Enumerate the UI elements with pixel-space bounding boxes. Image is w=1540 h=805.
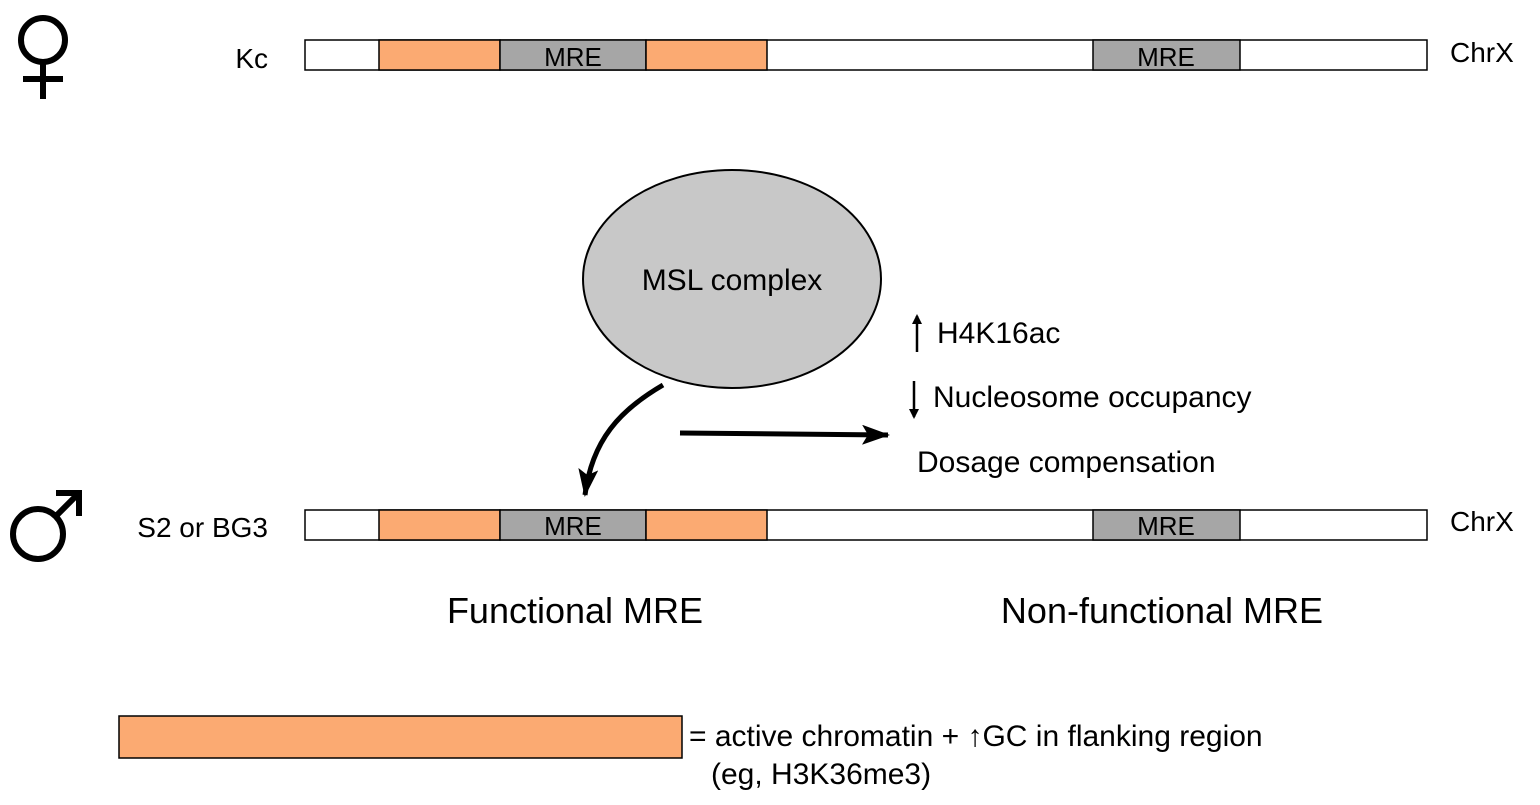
legend-line-1: = active chromatin + ↑GC in flanking reg… [689,720,1263,753]
male-mre-functional [499,509,647,541]
msl-complex-ellipse [582,169,882,389]
female-symbol-icon [18,15,68,99]
legend-swatch [118,715,683,759]
msl-complex-label: MSL complex [642,264,823,297]
binding-arrow [578,382,665,497]
male-active-chromatin-right [645,509,768,541]
male-mre-nonfunctional [1092,509,1241,541]
h4k16ac-item: H4K16ac [912,314,1060,352]
male-chromosome: MRE MRE [304,509,1428,541]
nonfunctional-mre-caption: Non-functional MRE [1001,590,1323,631]
nucleosome-item: Nucleosome occupancy [909,381,1252,419]
female-mre-label-2: MRE [1137,42,1195,72]
female-mre-label-1: MRE [544,42,602,72]
male-chrom-label: ChrX [1450,506,1514,537]
male-cell-line-label: S2 or BG3 [137,512,268,543]
female-chromosome: MRE MRE [304,39,1428,72]
female-mre-nonfunctional [1092,39,1241,71]
female-cell-line-label: Kc [235,43,268,74]
functional-mre-caption: Functional MRE [447,590,703,631]
legend-prefix: = active chromatin + [689,720,967,753]
nucleosome-text: Nucleosome occupancy [933,381,1252,414]
h4k16ac-text: H4K16ac [937,317,1060,350]
female-active-chromatin-right [645,39,768,71]
legend-line-2: (eg, H3K36me3) [711,758,931,791]
male-symbol-icon [10,490,82,562]
legend-suffix: GC in flanking region [982,720,1262,753]
female-chrom-label: ChrX [1450,37,1514,68]
male-mre-label-2: MRE [1137,511,1195,541]
legend: = active chromatin + ↑GC in flanking reg… [118,715,1263,791]
dosage-compensation-text: Dosage compensation [917,446,1216,479]
female-active-chromatin-left [378,39,501,71]
effect-arrow [679,424,890,445]
male-mre-label-1: MRE [544,511,602,541]
male-active-chromatin-left [378,509,501,541]
legend-up-arrow-icon: ↑ [967,720,982,753]
